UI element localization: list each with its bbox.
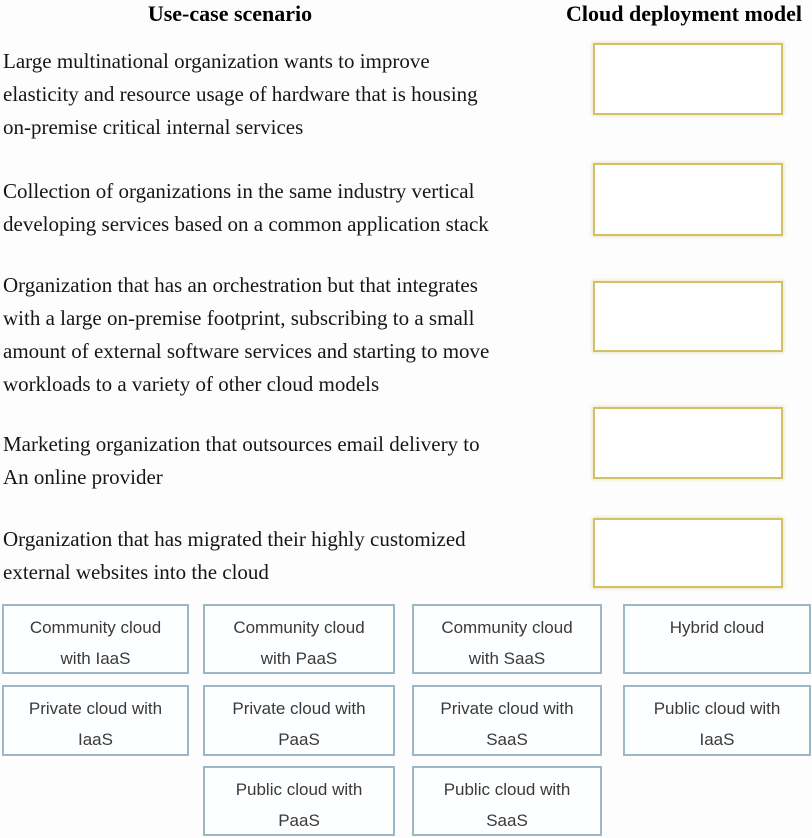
- scenario-1-line-2: elasticity and resource usage of hardwar…: [3, 82, 478, 106]
- option-label: Public cloud with: [235, 780, 363, 799]
- scenario-text-3: Organization that has an orchestration b…: [3, 269, 578, 401]
- scenario-text-4: Marketing organization that outsources e…: [3, 428, 578, 494]
- option-public-cloud-with-paas[interactable]: Public cloud with PaaS: [203, 766, 395, 836]
- scenario-3-line-3: amount of external software services and…: [3, 339, 490, 363]
- scenario-4-line-1: Marketing organization that outsources e…: [3, 432, 480, 456]
- scenario-3-line-1: Organization that has an orchestration b…: [3, 273, 478, 297]
- answer-drop-box-4[interactable]: [593, 407, 783, 479]
- option-private-cloud-with-paas[interactable]: Private cloud with PaaS: [203, 685, 395, 756]
- option-label: Community cloud: [29, 618, 162, 637]
- scenario-1-line-3: on-premise critical internal services: [3, 115, 304, 139]
- option-label: with IaaS: [60, 649, 131, 668]
- option-label: Private cloud with: [440, 699, 574, 718]
- scenario-text-1: Large multinational organization wants t…: [3, 45, 578, 144]
- option-label: PaaS: [278, 730, 320, 749]
- scenario-3-line-2: with a large on-premise footprint, subsc…: [3, 306, 475, 330]
- option-label: with SaaS: [468, 649, 546, 668]
- scenario-2-line-1: Collection of organizations in the same …: [3, 179, 475, 203]
- option-public-cloud-with-saas[interactable]: Public cloud with SaaS: [412, 766, 602, 836]
- option-label: Private cloud with: [28, 699, 163, 718]
- scenario-5-line-1: Organization that has migrated their hig…: [3, 527, 466, 551]
- option-community-cloud-with-saas[interactable]: Community cloud with SaaS: [412, 604, 602, 674]
- scenario-4-line-2: An online provider: [3, 465, 163, 489]
- scenario-2-line-2: developing services based on a common ap…: [3, 212, 489, 236]
- option-private-cloud-with-iaas[interactable]: Private cloud with IaaS: [2, 685, 189, 756]
- scenario-5-line-2: external websites into the cloud: [3, 560, 269, 584]
- scenario-3-line-4: workloads to a variety of other cloud mo…: [3, 372, 380, 396]
- scenario-text-2: Collection of organizations in the same …: [3, 175, 578, 241]
- option-private-cloud-with-saas[interactable]: Private cloud with SaaS: [412, 685, 602, 756]
- option-label: Private cloud with: [232, 699, 366, 718]
- option-label: SaaS: [486, 811, 528, 830]
- option-label: with PaaS: [260, 649, 338, 668]
- option-label: IaaS: [78, 730, 113, 749]
- option-hybrid-cloud[interactable]: Hybrid cloud: [623, 604, 811, 674]
- answer-drop-box-5[interactable]: [593, 518, 783, 588]
- option-label: PaaS: [278, 811, 320, 830]
- option-label: Hybrid cloud: [669, 618, 765, 637]
- option-label: Community cloud: [233, 618, 365, 637]
- answer-drop-box-1[interactable]: [593, 43, 783, 115]
- option-public-cloud-with-iaas[interactable]: Public cloud with IaaS: [623, 685, 811, 756]
- scenario-1-line-1: Large multinational organization wants t…: [3, 49, 430, 73]
- option-label: IaaS: [699, 730, 735, 749]
- option-label: Public cloud with: [443, 780, 571, 799]
- option-community-cloud-with-paas[interactable]: Community cloud with PaaS: [203, 604, 395, 674]
- option-label: SaaS: [486, 730, 528, 749]
- option-label: Community cloud: [441, 618, 573, 637]
- option-community-cloud-with-iaas[interactable]: Community cloud with IaaS: [2, 604, 189, 674]
- cloud-deployment-model-heading: Cloud deployment model: [566, 1, 802, 26]
- scenario-text-5: Organization that has migrated their hig…: [3, 523, 578, 589]
- answer-drop-box-3[interactable]: [593, 281, 783, 352]
- answer-drop-box-2[interactable]: [593, 163, 783, 236]
- option-label: Public cloud with: [653, 699, 781, 718]
- use-case-scenario-heading: Use-case scenario: [147, 1, 313, 26]
